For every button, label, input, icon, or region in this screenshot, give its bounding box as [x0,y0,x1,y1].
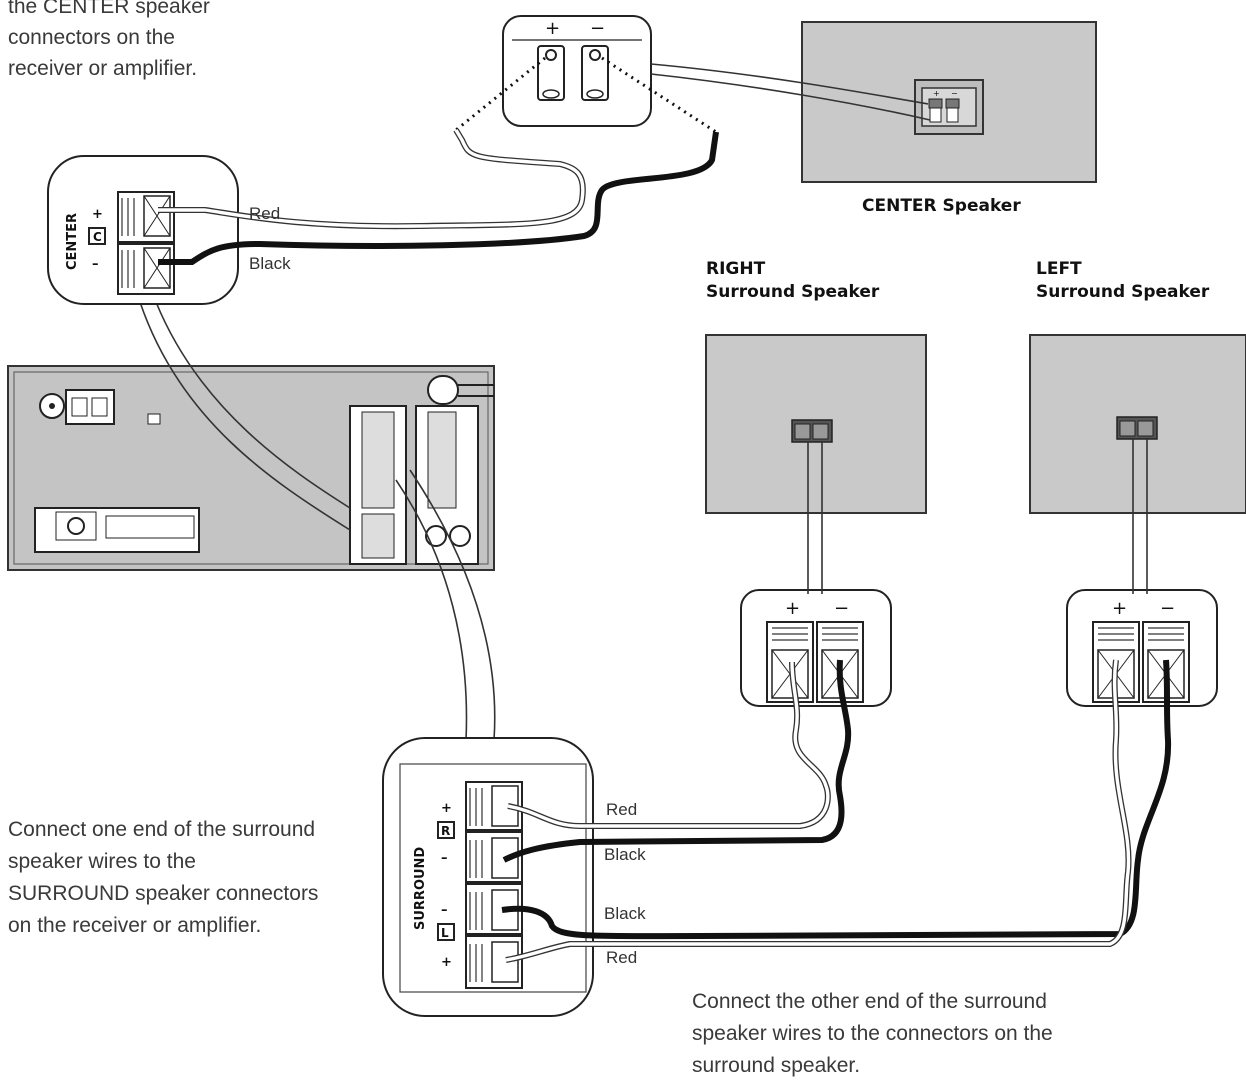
zoom-minus-sign: − [590,18,605,39]
center-speaker: + − [801,21,1097,183]
caption-line: connectors on the [8,26,175,49]
caption-line: SURROUND speaker connectors [8,882,319,905]
surround-right-channel-label: R [441,824,450,838]
caption-line: surround speaker. [692,1054,861,1077]
surround-left-red-label: Red [606,948,638,967]
center-red-label: Red [249,204,281,223]
caption-center-instructions: the CENTER speaker connectors on the rec… [8,0,210,84]
caption-surround-speaker: Connect the other end of the surround sp… [692,986,1053,1082]
zoom-plus-sign: + [545,18,560,39]
caption-surround-receiver: Connect one end of the surround speaker … [8,814,318,942]
center-speaker-label: CENTER Speaker [862,195,1021,218]
right-terminal-plus-sign: + [785,598,800,619]
surround-left-plus-label: + [441,955,452,970]
center-minus-label: – [92,257,99,272]
surround-right-black-label: Black [604,845,646,864]
center-black-label: Black [249,254,291,273]
surround-left-black-wire [501,659,1172,940]
left-surround-terminal: + − [1066,589,1218,707]
center-speaker-plus-sign: + [933,89,940,98]
receiver-back-panel [7,365,495,571]
center-speaker-terminal-zoom: + − [502,15,652,127]
surround-connector-panel: SURROUND + R – – L + [382,737,594,1017]
surround-callout-leader [395,469,496,741]
caption-line: Connect the other end of the surround [692,990,1047,1013]
caption-line: speaker wires to the connectors on the [692,1022,1053,1045]
center-speaker-minus-sign: − [951,89,958,98]
center-channel-label: C [93,230,102,244]
right-speaker-label-line1: RIGHT [706,259,766,279]
surround-left-channel-label: L [441,926,449,940]
right-speaker-label-line2: Surround Speaker [706,282,880,302]
right-surround-speaker [705,334,927,514]
left-speaker-label-line1: LEFT [1036,259,1082,279]
center-black-wire [158,131,719,265]
center-connector-panel: CENTER + C – [47,155,239,305]
left-speaker-label-line2: Surround Speaker [1036,282,1210,302]
right-surround-terminal: + − [740,589,892,707]
surround-left-black-label: Black [604,904,646,923]
caption-line: Connect one end of the surround [8,818,316,841]
center-speaker-label-text: CENTER Speaker [862,196,1021,216]
right-terminal-minus-sign: − [834,598,849,619]
surround-right-black-wire [502,659,852,863]
surround-right-plus-label: + [441,801,452,816]
caption-line: the CENTER speaker [8,0,210,18]
right-surround-speaker-label: RIGHT Surround Speaker [706,258,879,304]
surround-group-label: SURROUND [413,847,428,930]
left-terminal-minus-sign: − [1160,598,1175,619]
center-plus-label: + [92,207,103,222]
left-surround-speaker [1029,334,1246,514]
caption-line: on the receiver or amplifier. [8,914,262,937]
center-callout-leader [139,301,351,531]
surround-right-red-label: Red [606,800,638,819]
caption-line: speaker wires to the [8,850,196,873]
center-group-label: CENTER [65,213,80,270]
left-terminal-plus-sign: + [1112,598,1127,619]
surround-right-minus-label: – [441,851,448,866]
surround-left-minus-label: – [441,903,448,918]
caption-line: receiver or amplifier. [8,57,198,80]
left-surround-speaker-label: LEFT Surround Speaker [1036,258,1209,304]
